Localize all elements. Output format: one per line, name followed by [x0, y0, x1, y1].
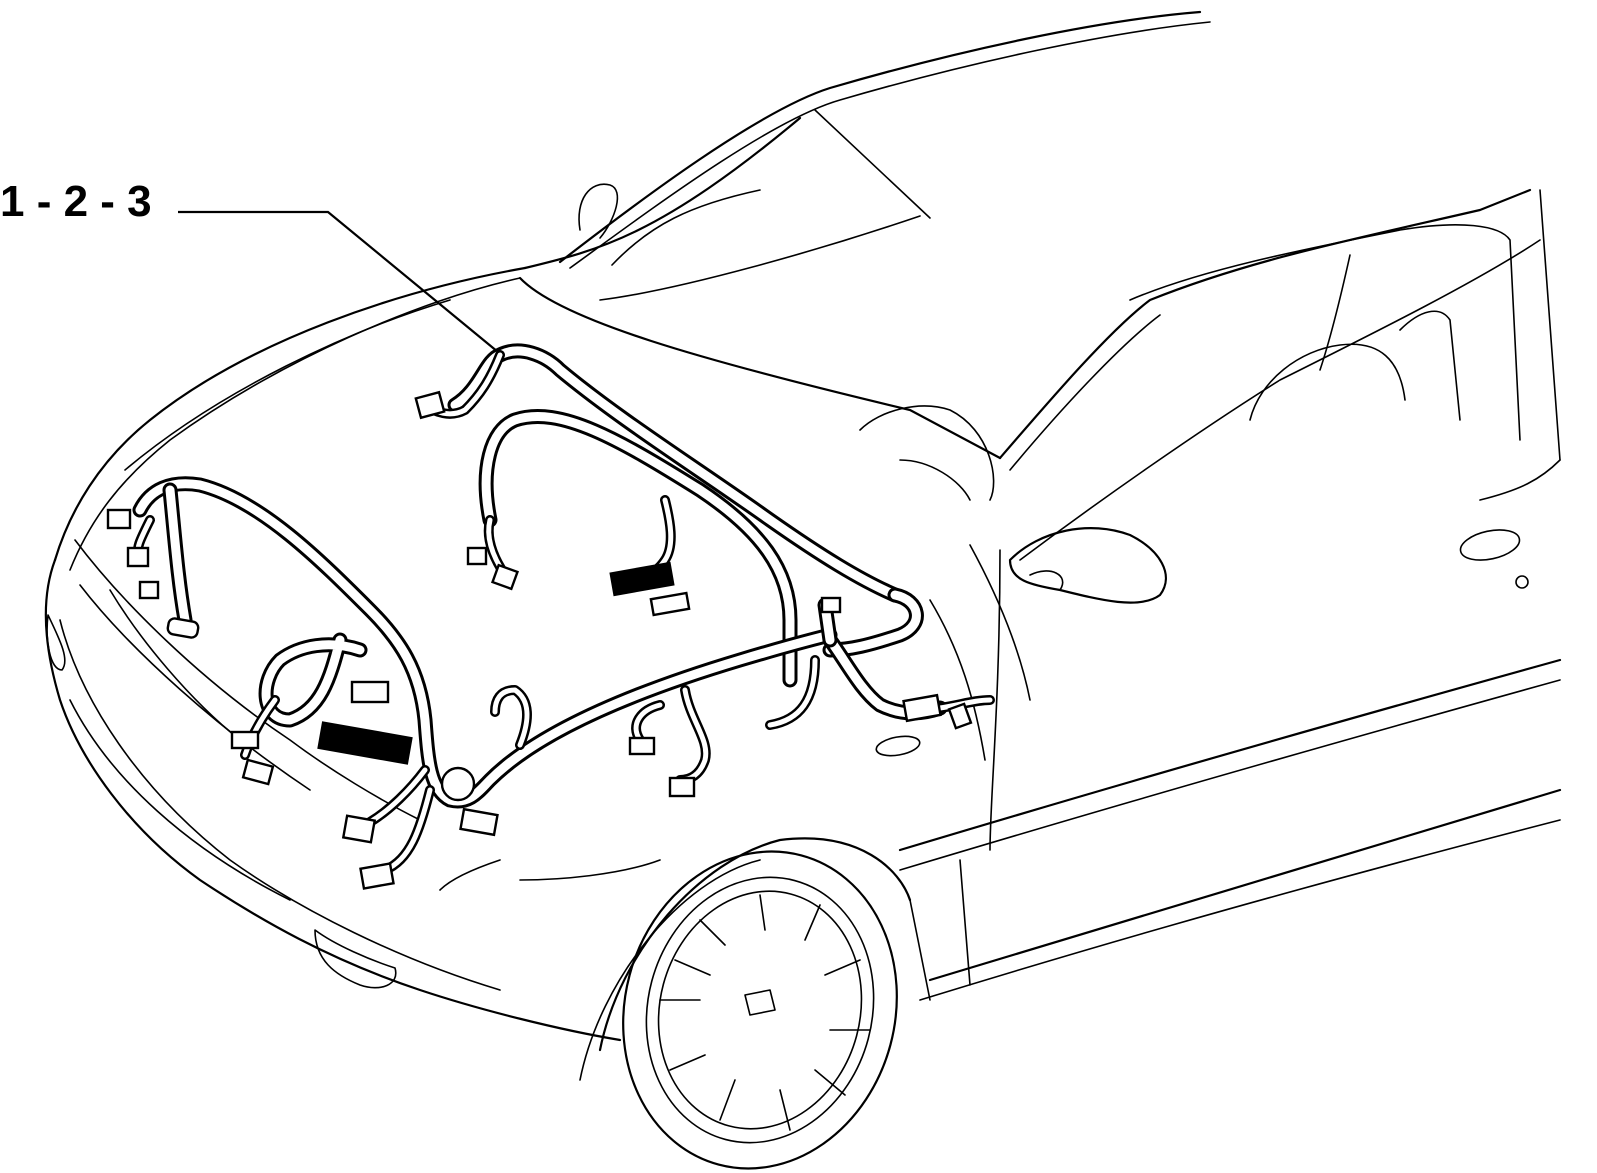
wiring-harness-main: [132, 343, 948, 809]
callout-leader-line: [178, 210, 499, 353]
part-callout-label: 1 - 2 - 3: [0, 177, 152, 226]
harness-connectors: [106, 390, 973, 890]
car-body-outline: [44, 10, 1562, 1170]
wiring-harness-branches: [133, 350, 995, 875]
